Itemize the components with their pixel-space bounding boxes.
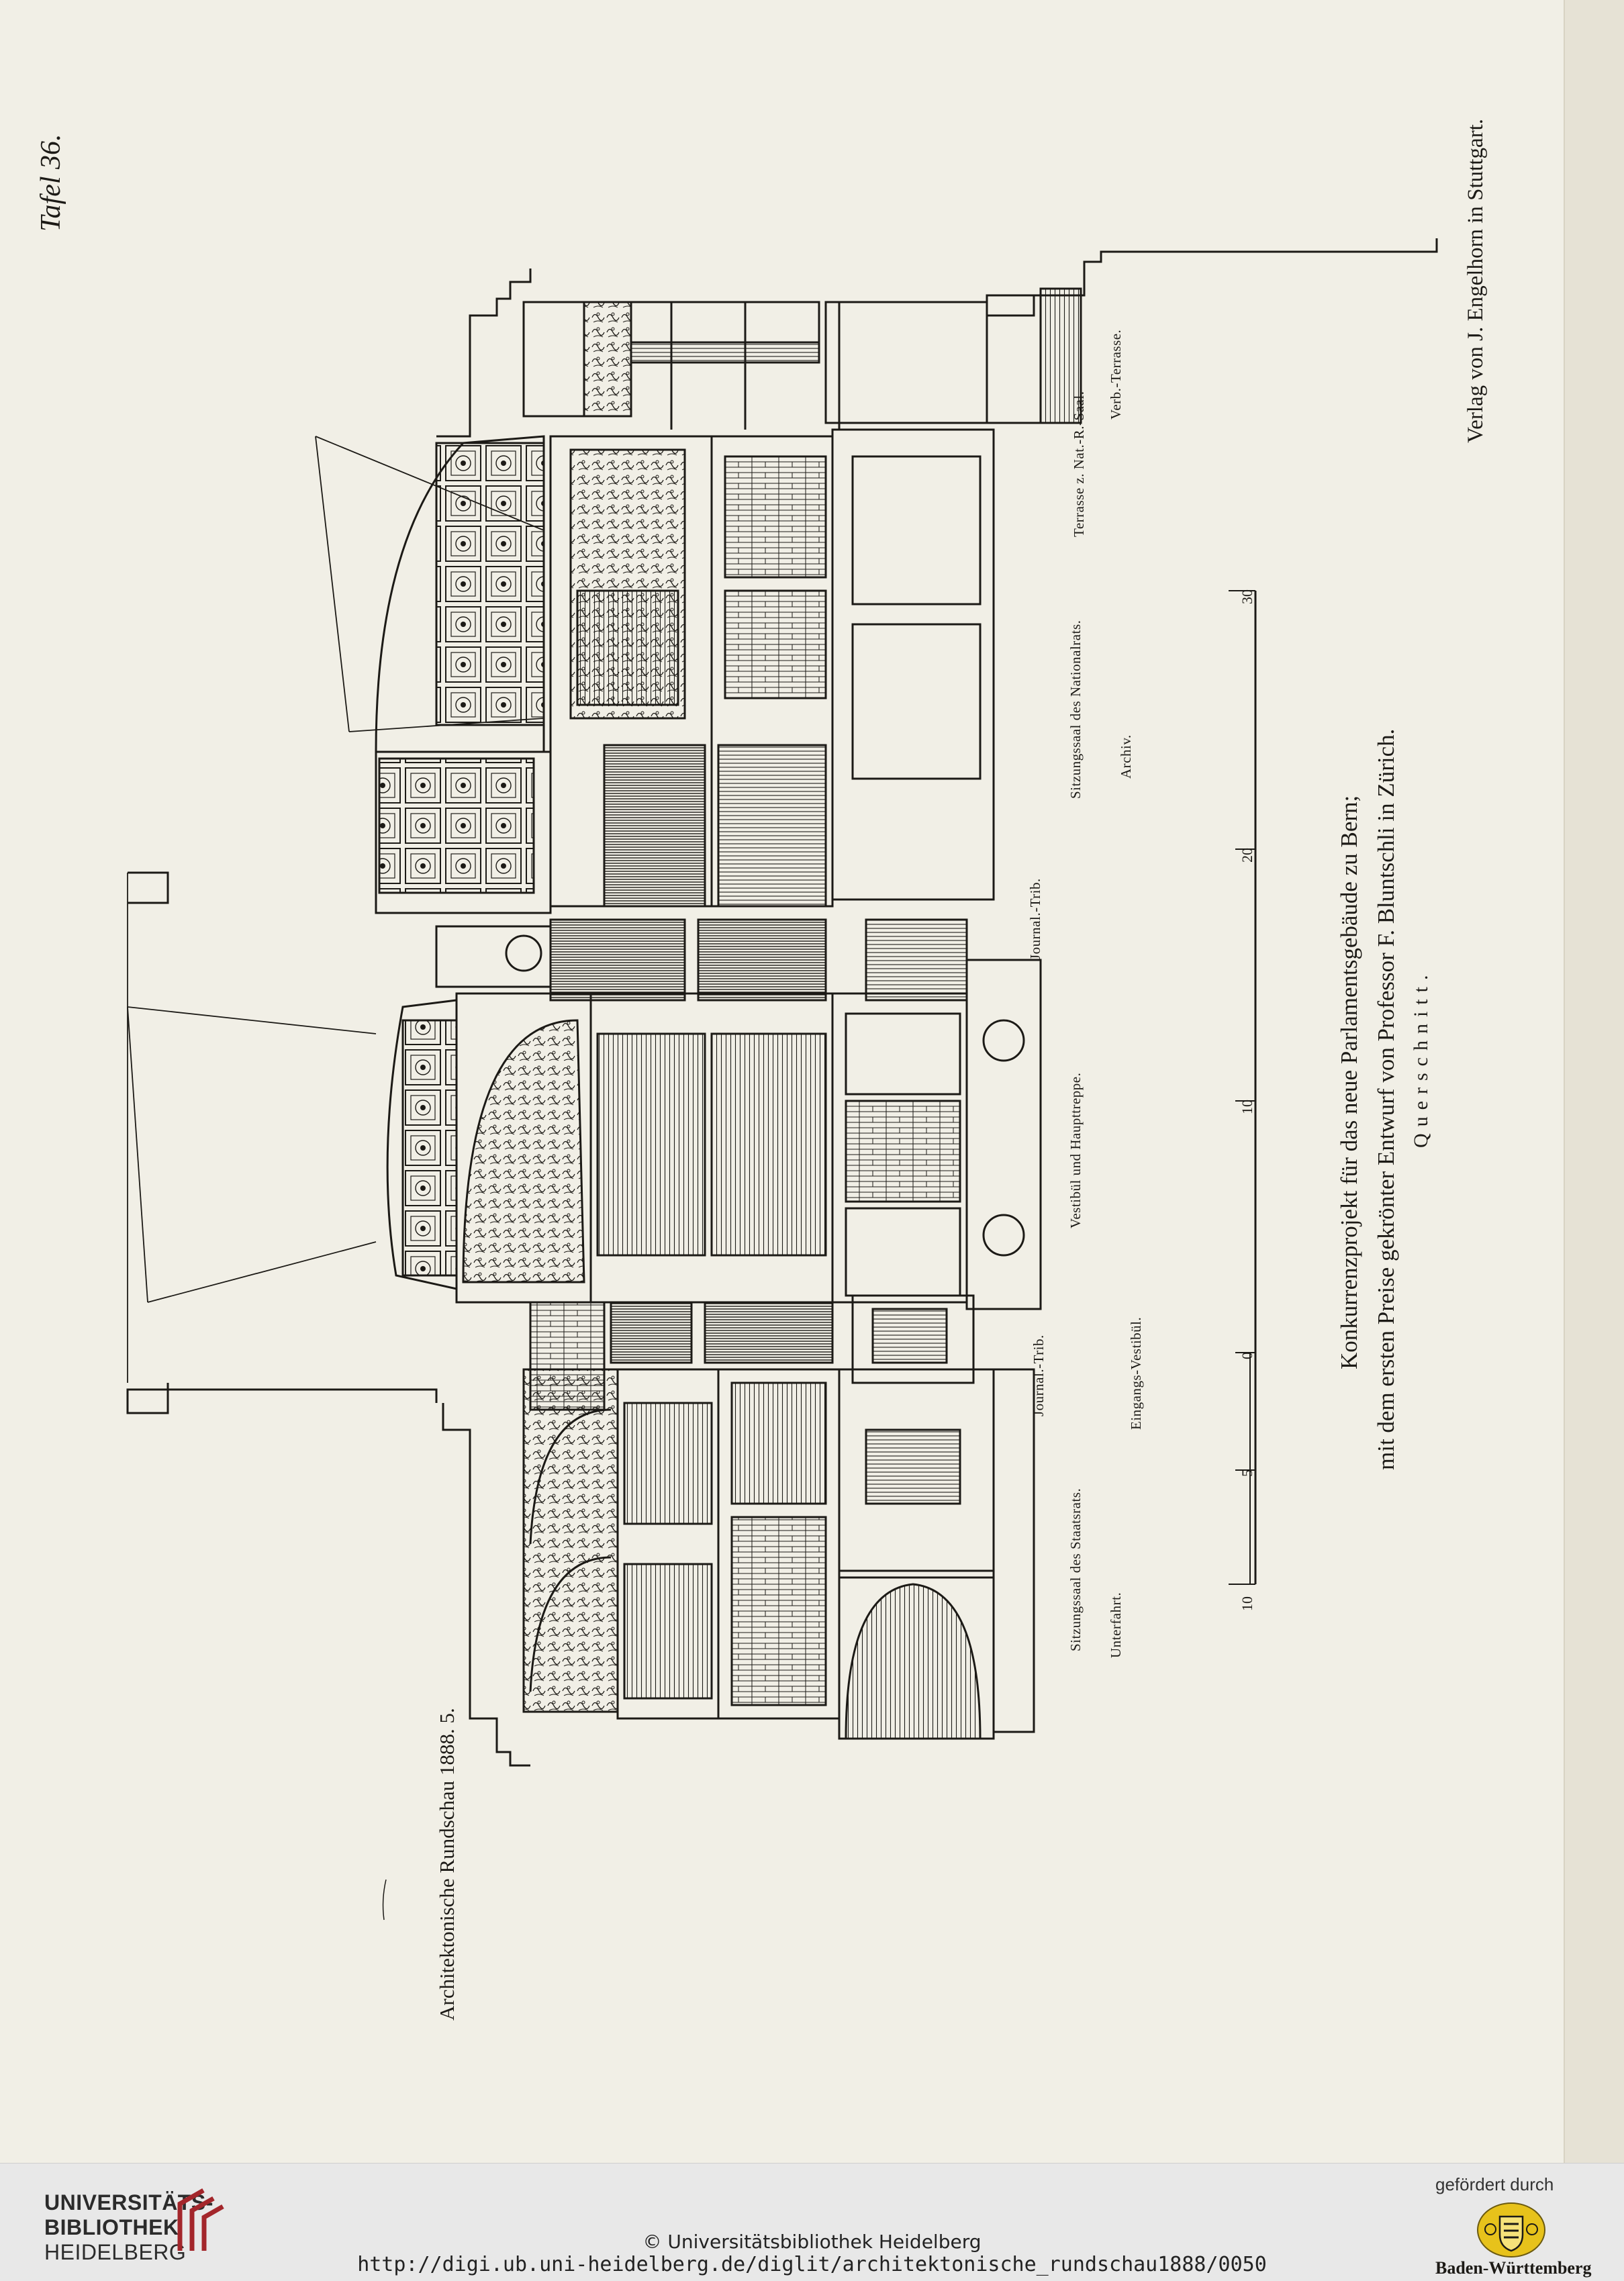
cross-section-drawing [126,0,1624,2163]
scale-tick-label: 10 [1239,1100,1255,1114]
footer-bar: UNIVERSITÄTS- BIBLIOTHEK HEIDELBERG © Un… [0,2163,1624,2281]
library-name-line-3: HEIDELBERG [44,2240,187,2264]
scale-tick-label: 30 [1239,589,1255,604]
library-name-line-2: BIBLIOTHEK [44,2215,179,2239]
caption-line-2: mit dem ersten Preise gekrönter Entwurf … [1373,728,1399,1470]
label-sitzungssaal-nationalrats: Sitzungssaal des Nationalrats. [1067,620,1084,799]
publisher-line: Verlag von J. Engelhorn in Stuttgart. [1464,118,1488,443]
label-archiv: Archiv. [1118,734,1134,779]
plate-number: Tafel 36. [36,134,66,232]
scale-tick-label: 5 [1239,1469,1255,1477]
scanned-plate: Tafel 36. Architektonische Rundschau 188… [36,0,1624,2163]
label-unterfahrt: Unterfahrt. [1108,1592,1124,1658]
source-url-link[interactable]: http://digi.ub.uni-heidelberg.de/diglit/… [357,2253,1267,2276]
sponsor-name: Baden-Württemberg [1435,2258,1592,2278]
caption-line-1: Konkurrenzprojekt für das neue Parlament… [1336,795,1362,1369]
label-eingangs-vestibul: Eingangs-Vestibül. [1128,1316,1144,1430]
label-sitzungssaal-staatsrats: Sitzungssaal des Staatsrats. [1067,1488,1084,1651]
scale-tick-label: 20 [1239,848,1255,863]
label-vestibul-haupttreppe: Vestibül und Haupttreppe. [1067,1072,1084,1228]
baden-wuerttemberg-seal-icon [1477,2202,1545,2258]
journal-citation: Architektonische Rundschau 1888. 5. [435,1708,459,2021]
label-terrasse-nat-r-saal: Terrasse z. Nat.-R.-Saal. [1071,391,1087,537]
library-logo-icon [177,2188,224,2251]
caption-line-3: Querschnitt. [1410,968,1432,1148]
scale-tick-label: 10 [1239,1596,1255,1611]
label-journal-trib-left: Journal.-Trib. [1031,1334,1047,1416]
label-journal-trib-right: Journal.-Trib. [1027,878,1043,960]
copyright-line: © Universitätsbibliothek Heidelberg [642,2231,982,2253]
scale-tick-label: 0 [1239,1352,1255,1359]
sponsor-label: gefördert durch [1435,2174,1554,2194]
label-verb-terrasse: Verb.-Terrasse. [1108,329,1124,420]
